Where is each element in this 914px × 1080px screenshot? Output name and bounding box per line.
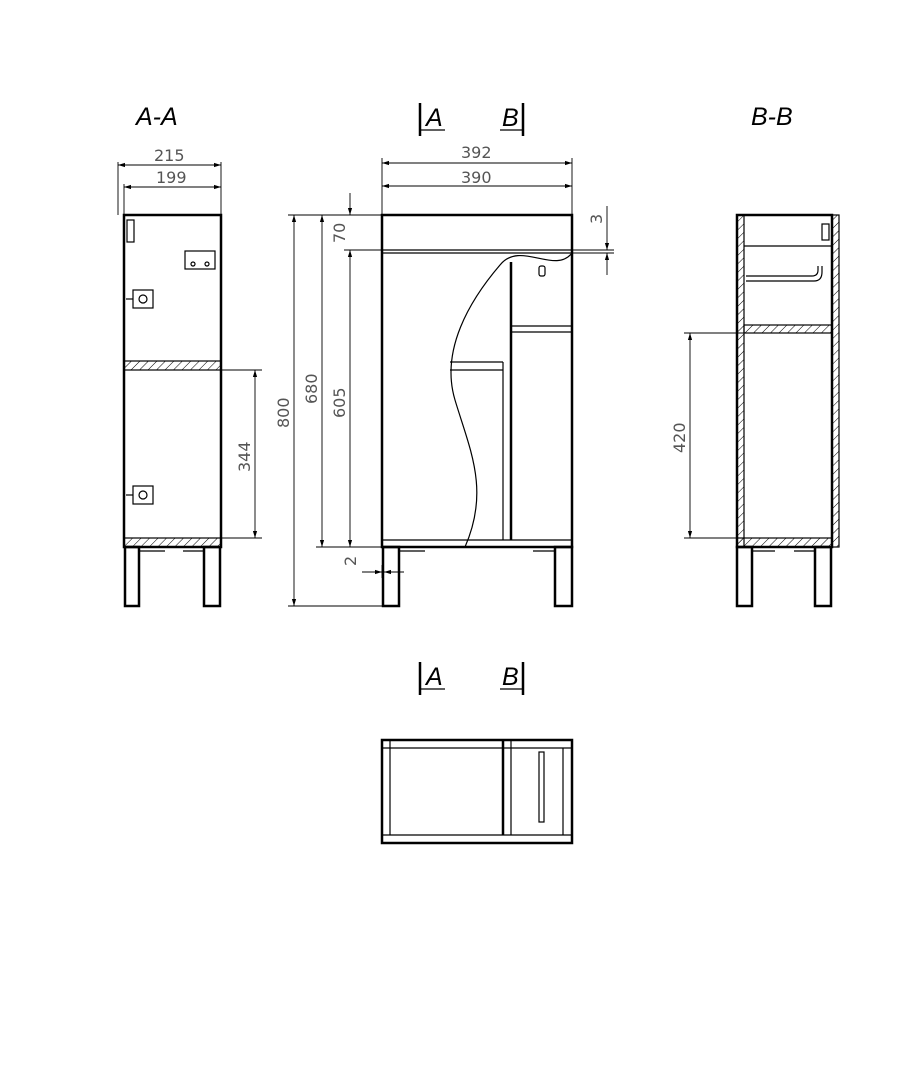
door-handle-icon (538, 265, 546, 277)
section-aa-bottom (123, 537, 222, 548)
section-aa-leg-left (123, 545, 141, 608)
dim-width-outer: 392 (461, 143, 492, 162)
section-bb-leg-left (735, 545, 754, 608)
cut-label-a: A (424, 104, 443, 132)
front-view: A B 392 390 (274, 103, 614, 608)
cut-marker-b-top: B (500, 662, 525, 695)
dim-depth-inner: 199 (156, 168, 187, 187)
towel-rail-icon (746, 266, 819, 277)
section-aa-body (122, 213, 223, 549)
dim-door-offset: 2 (341, 556, 360, 566)
section-aa-leg-right (202, 545, 222, 608)
top-view: A B (380, 662, 574, 845)
section-aa-shelf (123, 360, 222, 371)
cut-marker-a: A (418, 103, 445, 136)
front-leg-left (381, 545, 401, 608)
section-bb-bottom (736, 537, 833, 548)
wall-hanger-icon (126, 219, 135, 243)
dim-shelf-height-bb: 420 (670, 422, 689, 453)
section-bb-body (735, 213, 834, 549)
cut-marker-b: B (500, 103, 525, 136)
mounting-bracket-icon (184, 250, 216, 270)
door-wave-edge (450, 252, 573, 548)
hinge-icon (126, 289, 154, 309)
section-bb-view: B-B 420 (670, 103, 840, 608)
dim-shelf-height-aa: 344 (235, 441, 254, 472)
cut-label-b-top: B (502, 663, 519, 691)
section-bb-side-right (831, 214, 840, 548)
hinge-icon (126, 485, 154, 505)
wall-hanger-icon (821, 223, 830, 241)
top-view-body (380, 738, 574, 845)
cut-label-a-top: A (424, 663, 443, 691)
cut-label-b: B (502, 104, 519, 132)
towel-rail-icon (538, 751, 545, 823)
section-bb-side-left (736, 214, 745, 548)
dim-door-height: 605 (330, 387, 349, 418)
section-bb-leg-right (813, 545, 833, 608)
dim-depth-outer: 215 (154, 146, 185, 165)
dim-top-height: 70 (330, 223, 349, 243)
section-aa-title: A-A (134, 103, 178, 131)
front-view-body (380, 213, 574, 549)
section-aa-view: A-A (117, 103, 262, 608)
dim-top-gap: 3 (587, 214, 606, 224)
dim-total-height: 800 (274, 397, 293, 428)
cut-marker-a-top: A (418, 662, 445, 695)
section-bb-shelf (743, 324, 833, 334)
dim-width-inner: 390 (461, 168, 492, 187)
front-leg-right (553, 545, 574, 608)
section-bb-title: B-B (751, 103, 793, 131)
dim-body-height: 680 (302, 373, 321, 404)
